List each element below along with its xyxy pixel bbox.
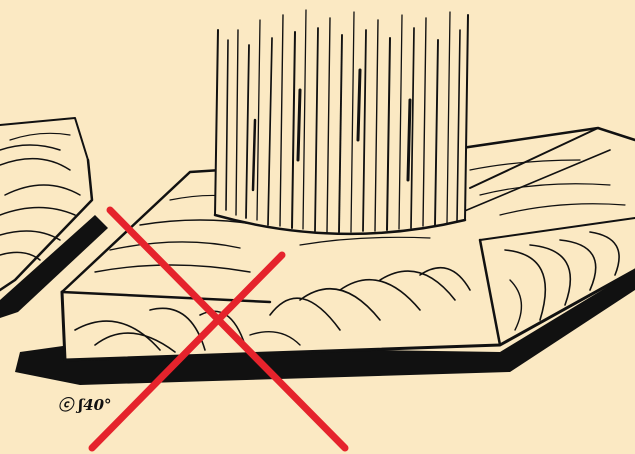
artist-signature: ⓒ ʃ40° [58,396,112,414]
wood-post [215,10,470,234]
